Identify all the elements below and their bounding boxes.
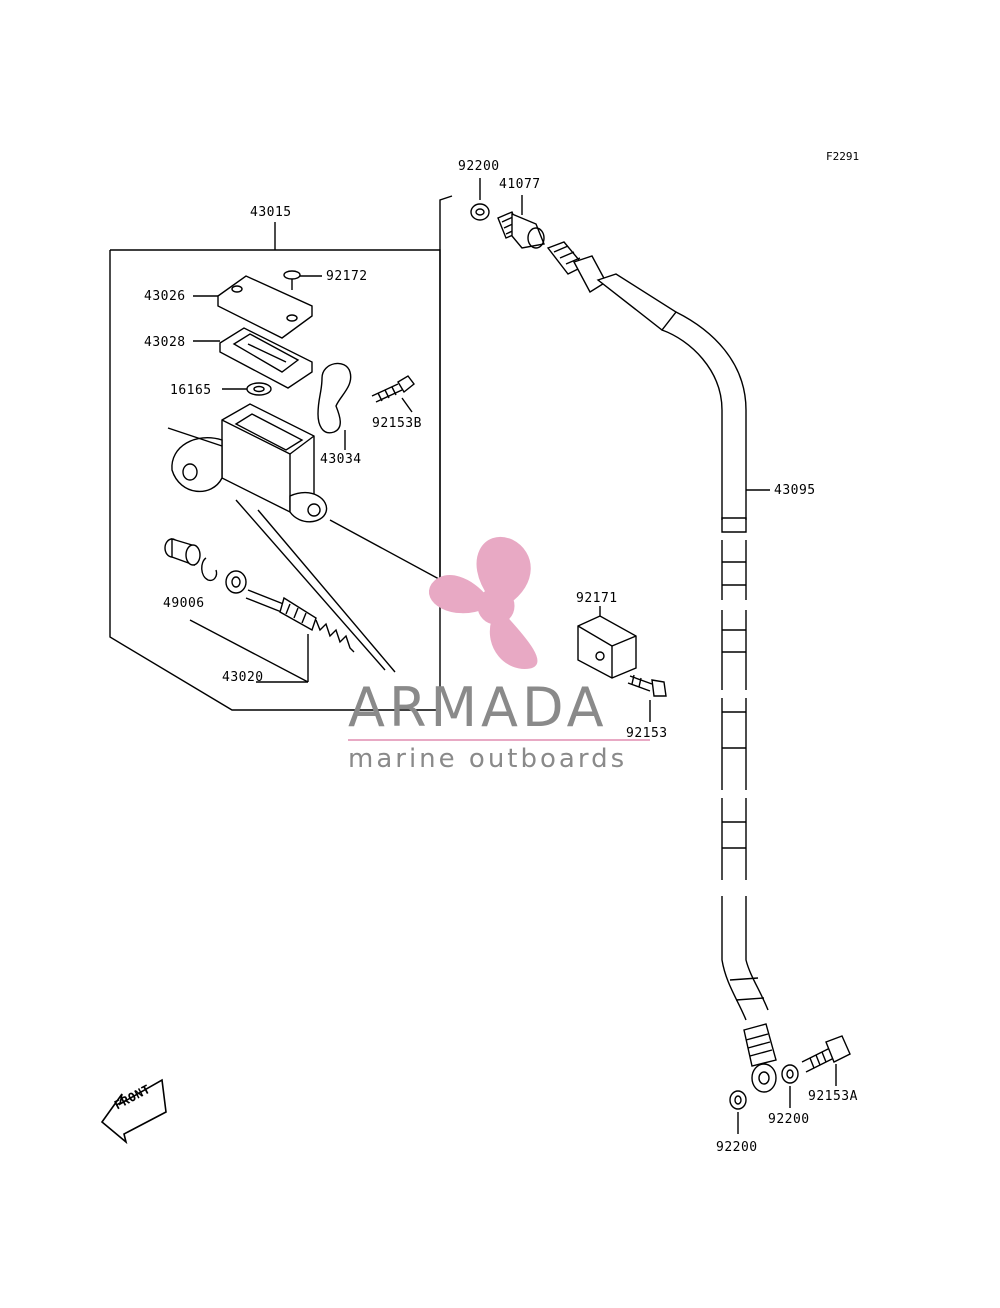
part-label[interactable]: 43034: [320, 452, 362, 467]
part-label[interactable]: 16165: [170, 383, 212, 398]
diaphragm-43028: [193, 327, 313, 389]
part-label[interactable]: 43015: [250, 205, 292, 220]
armada-logo-icon: [348, 537, 650, 741]
brand-name: ARMADA: [348, 676, 608, 739]
bolt-92153B: [371, 375, 415, 413]
brake-hose-43095: [661, 311, 777, 1093]
master-cylinder-body: [167, 403, 451, 673]
part-label[interactable]: 92171: [576, 591, 618, 606]
part-label[interactable]: 92153A: [808, 1089, 858, 1104]
part-label[interactable]: 92200: [716, 1140, 758, 1155]
part-label[interactable]: 92200: [768, 1112, 810, 1127]
brand-tagline: marine outboards: [348, 744, 628, 774]
bolt-92153: [627, 674, 667, 722]
washer-92200-bottom: [729, 1090, 747, 1134]
front-arrow-icon: [100, 1078, 167, 1145]
piston-kit-43020: [164, 538, 355, 683]
part-label[interactable]: 92153B: [372, 416, 422, 431]
fitting-41077: [497, 195, 545, 249]
banjo-bolt-92153A: [801, 1035, 851, 1086]
screw-92172: [283, 270, 322, 290]
part-label[interactable]: 43020: [222, 670, 264, 685]
part-label[interactable]: 43026: [144, 289, 186, 304]
diaphragm-16165: [222, 382, 272, 396]
part-label[interactable]: 41077: [499, 177, 541, 192]
clamp-92171: [577, 606, 637, 679]
part-label[interactable]: 43028: [144, 335, 186, 350]
clamp-43034: [317, 362, 352, 450]
washer-92200-mid: [781, 1064, 799, 1108]
hose-end-fitting: [546, 241, 678, 331]
part-label[interactable]: 49006: [163, 596, 205, 611]
part-label[interactable]: 43095: [774, 483, 816, 498]
washer-92200-top: [470, 178, 490, 221]
reservoir-cap-43026: [193, 275, 313, 339]
assembly-bracket-43015: [109, 222, 441, 711]
part-label[interactable]: 92172: [326, 269, 368, 284]
part-label[interactable]: 92200: [458, 159, 500, 174]
part-label[interactable]: 92153: [626, 726, 668, 741]
figure-code: F2291: [826, 150, 860, 163]
